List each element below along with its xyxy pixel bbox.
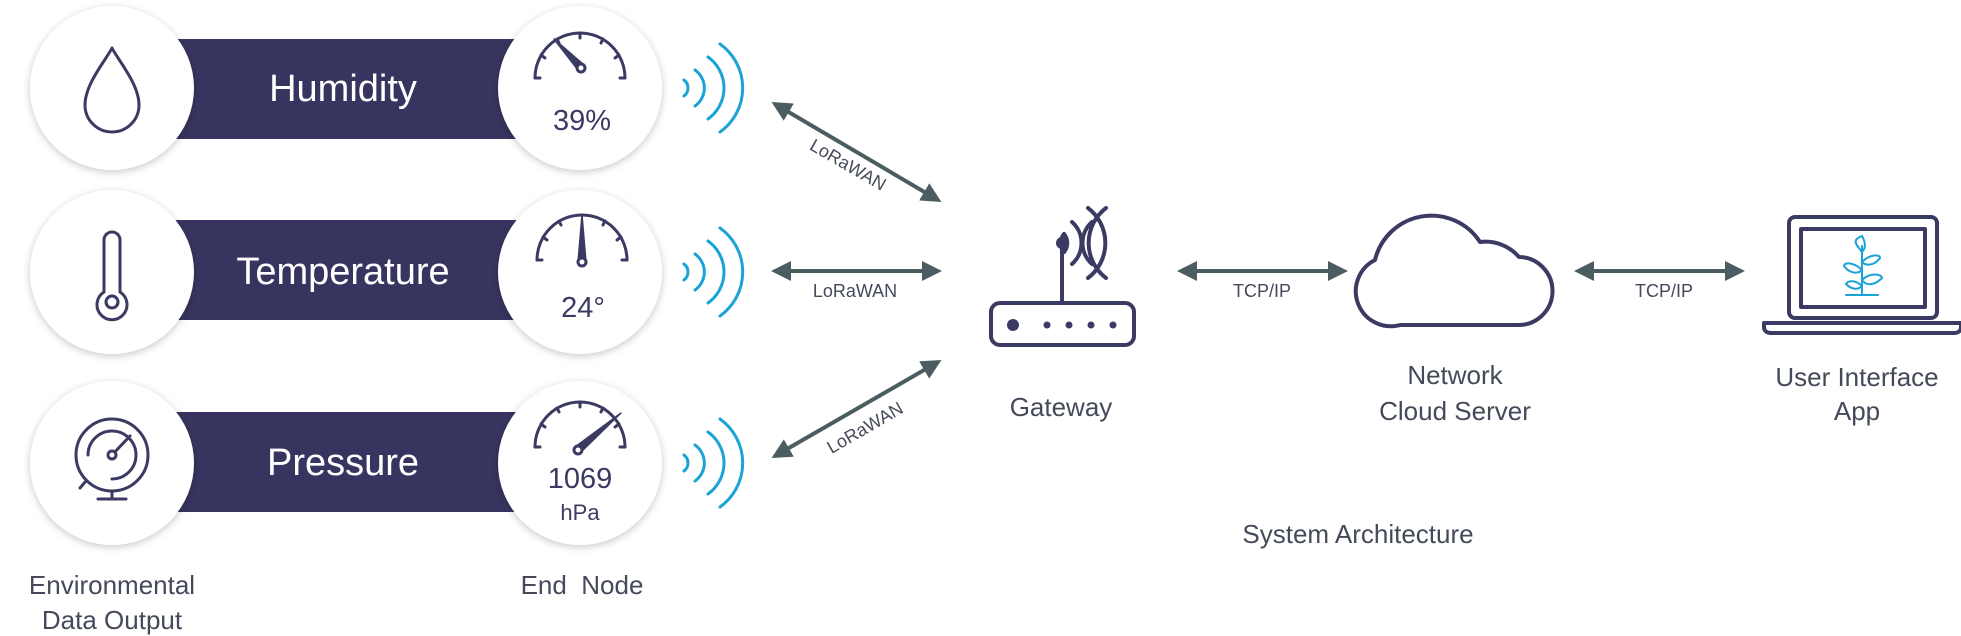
link-label: LoRaWAN	[813, 281, 897, 301]
link-label: TCP/IP	[1233, 281, 1291, 301]
link-label: LoRaWAN	[823, 398, 906, 458]
end-node-circle	[498, 190, 662, 354]
environmental-caption-line1: Environmental	[29, 570, 195, 600]
sensor-row-pressure: Pressure 1069 hPa	[30, 381, 662, 545]
end-node-circle	[498, 381, 662, 545]
pressure-gauge-icon	[74, 417, 150, 501]
sensor-band	[170, 220, 520, 320]
sensor-label: Pressure	[267, 442, 419, 484]
dial-gauge-icon	[533, 31, 627, 80]
sensor-icon-circle	[30, 381, 194, 545]
end-node-circle	[498, 6, 662, 170]
sensor-unit: hPa	[560, 500, 600, 525]
radio-waves-pressure	[682, 417, 745, 509]
plant-sprout-icon	[1842, 234, 1884, 296]
lorawan-link-pressure: LoRaWAN	[771, 360, 942, 458]
system-architecture-caption: System Architecture	[1242, 519, 1473, 549]
sensor-icon-circle	[30, 190, 194, 354]
tcpip-link-cloud-app: TCP/IP	[1574, 261, 1745, 301]
gateway-router-icon	[989, 206, 1136, 347]
water-drop-icon	[83, 46, 141, 134]
sensor-reading: 1069	[548, 463, 613, 495]
lorawan-link-temperature: LoRaWAN	[771, 261, 942, 301]
app-label-line1: User Interface	[1775, 362, 1938, 392]
link-label: TCP/IP	[1635, 281, 1693, 301]
sensor-label: Temperature	[236, 251, 449, 293]
radio-waves-temperature	[682, 226, 745, 318]
sensor-band	[170, 39, 520, 139]
lorawan-link-humidity: LoRaWAN	[771, 101, 942, 203]
sensor-row-temperature: Temperature 24°	[30, 190, 662, 354]
sensor-band	[170, 412, 520, 512]
dial-gauge-icon	[535, 213, 629, 268]
tcpip-link-gateway-cloud: TCP/IP	[1177, 261, 1348, 301]
thermometer-icon	[95, 230, 129, 322]
cloud-icon	[1353, 213, 1555, 329]
sensor-reading: 24°	[561, 292, 605, 324]
sensor-reading: 39%	[553, 105, 611, 137]
app-label-line2: App	[1834, 396, 1880, 426]
sensor-row-humidity: Humidity 39%	[30, 6, 662, 170]
end-node-caption: End Node	[521, 570, 644, 600]
gateway-label: Gateway	[1010, 392, 1113, 422]
sensor-icon-circle	[30, 6, 194, 170]
environmental-caption-line2: Data Output	[42, 605, 183, 635]
sensor-label: Humidity	[269, 68, 417, 110]
cloud-label-line2: Cloud Server	[1379, 396, 1531, 426]
radio-waves-humidity	[682, 42, 745, 134]
dial-gauge-icon	[533, 400, 627, 456]
cloud-label-line1: Network	[1407, 360, 1503, 390]
